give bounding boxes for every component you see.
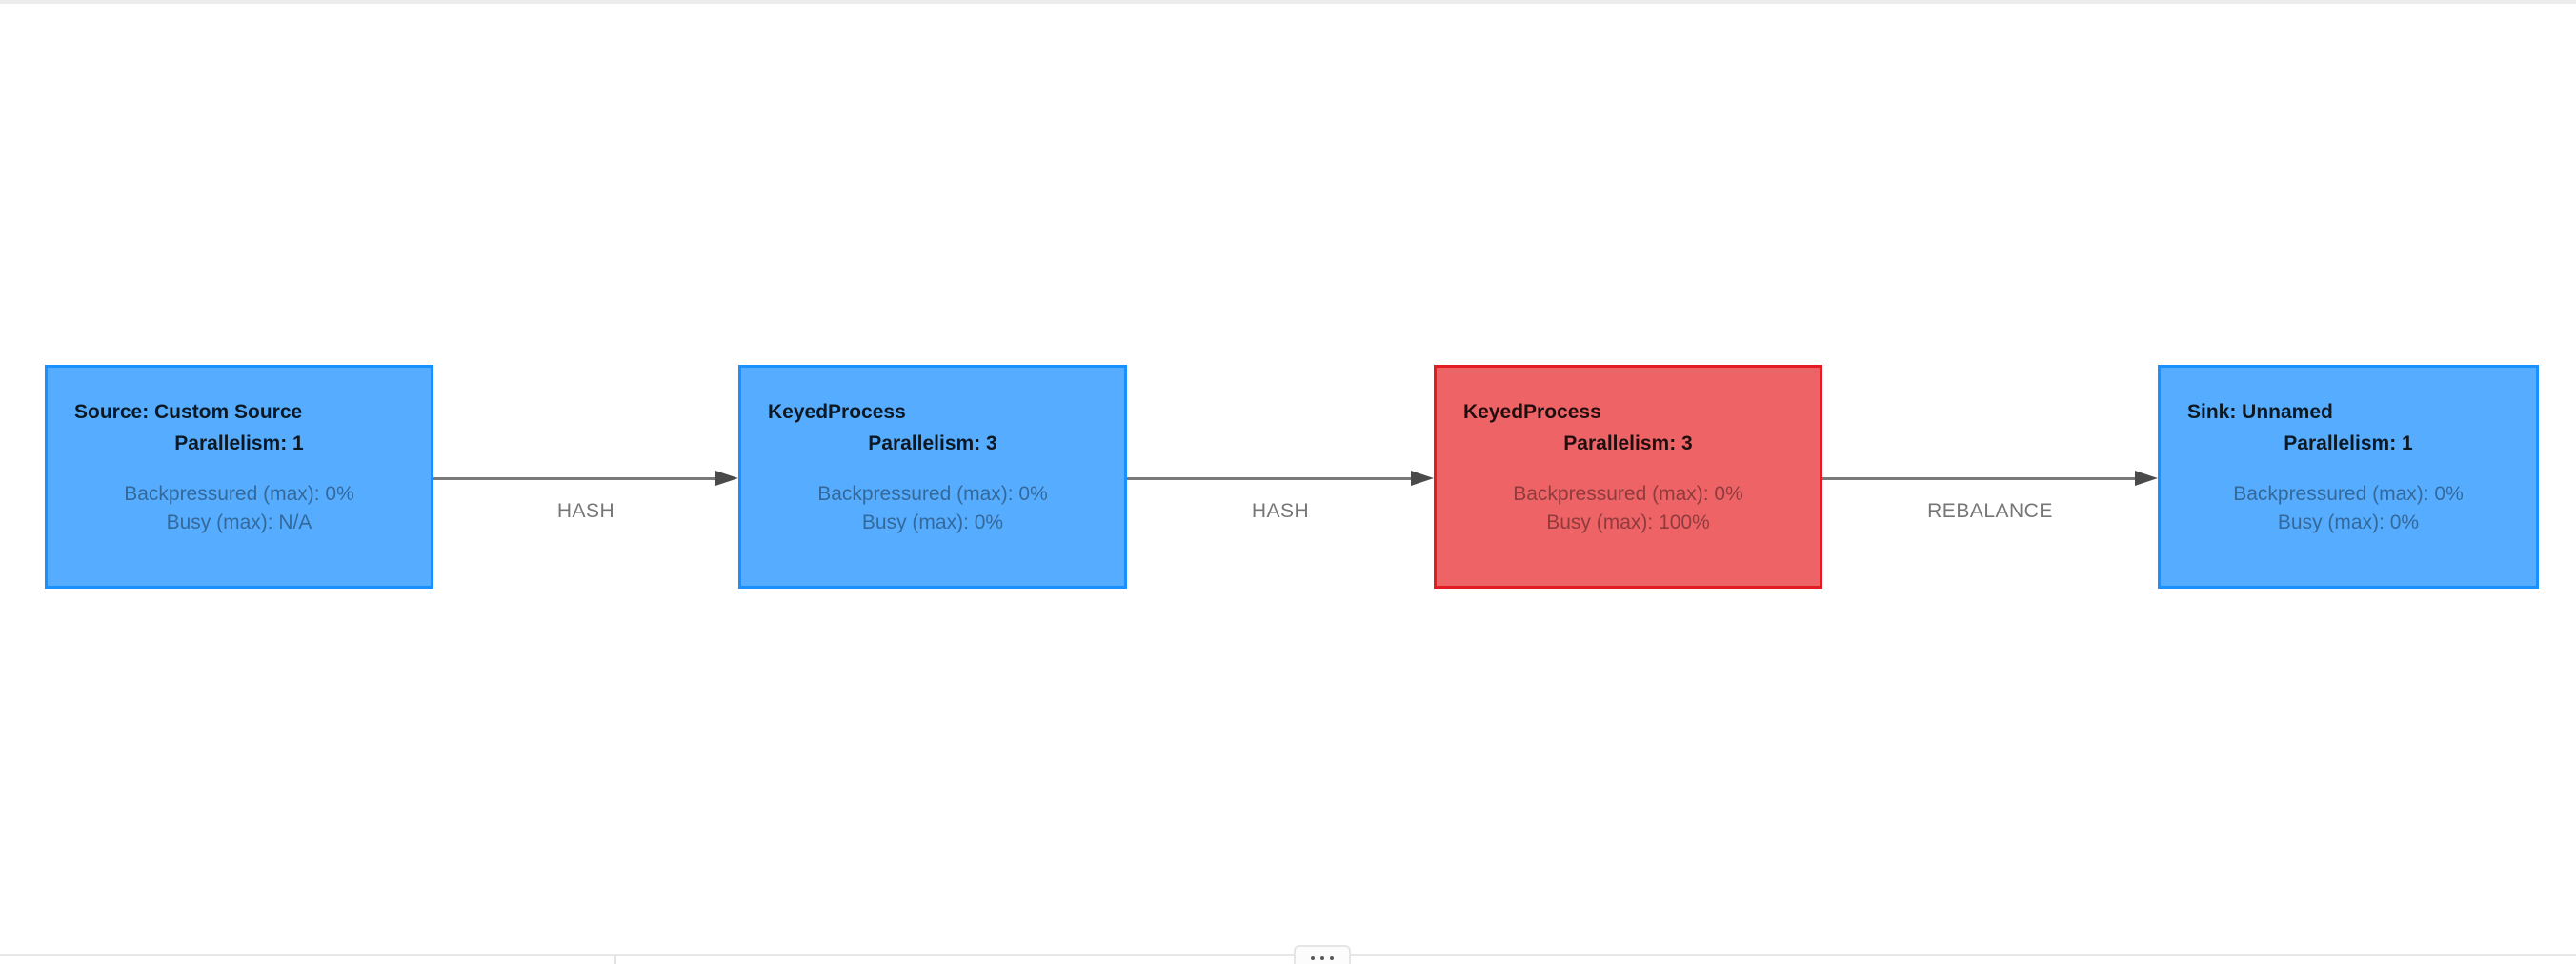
ellipsis-icon — [1320, 956, 1324, 960]
edge-arrowhead-icon — [715, 471, 738, 486]
node-parallelism: Parallelism: 3 — [868, 432, 997, 454]
job-node-sink[interactable]: Sink: Unnamed Parallelism: 1 Backpressur… — [2158, 365, 2539, 589]
node-busy: Busy (max): 0% — [861, 512, 1004, 533]
node-stats: Backpressured (max): 0% Busy (max): 0% — [2187, 480, 2509, 537]
edge-label: REBALANCE — [1927, 500, 2053, 522]
edge-label: HASH — [1251, 500, 1310, 522]
node-busy: Busy (max): N/A — [166, 512, 312, 533]
edge-line — [433, 477, 717, 480]
bottom-panel-divider — [0, 954, 2576, 956]
node-parallelism: Parallelism: 1 — [174, 432, 304, 454]
edge-arrowhead-icon — [2135, 471, 2158, 486]
node-busy: Busy (max): 100% — [1546, 512, 1710, 533]
edge-label: HASH — [556, 500, 615, 522]
node-backpressured: Backpressured (max): 0% — [124, 483, 354, 505]
node-backpressured: Backpressured (max): 0% — [2233, 483, 2464, 505]
job-node-keyedprocess-2-busy[interactable]: KeyedProcess Parallelism: 3 Backpressure… — [1434, 365, 1822, 589]
job-node-source[interactable]: Source: Custom Source Parallelism: 1 Bac… — [45, 365, 433, 589]
node-stats: Backpressured (max): 0% Busy (max): 100% — [1463, 480, 1793, 537]
node-backpressured: Backpressured (max): 0% — [1513, 483, 1743, 505]
top-scroll-strip — [0, 0, 2576, 4]
node-stats: Backpressured (max): 0% Busy (max): N/A — [74, 480, 404, 537]
node-title: Source: Custom Source — [74, 401, 303, 423]
ellipsis-icon — [1330, 956, 1334, 960]
node-busy: Busy (max): 0% — [2277, 512, 2420, 533]
edge-arrowhead-icon — [1411, 471, 1434, 486]
node-stats: Backpressured (max): 0% Busy (max): 0% — [768, 480, 1097, 537]
ellipsis-icon — [1311, 956, 1315, 960]
node-backpressured: Backpressured (max): 0% — [817, 483, 1048, 505]
bottom-drawer-handle[interactable] — [1294, 945, 1351, 964]
edge-line — [1127, 477, 1413, 480]
node-parallelism: Parallelism: 1 — [2284, 432, 2413, 454]
node-title: KeyedProcess — [768, 401, 906, 423]
node-title: Sink: Unnamed — [2187, 401, 2333, 423]
job-node-keyedprocess-1[interactable]: KeyedProcess Parallelism: 3 Backpressure… — [738, 365, 1127, 589]
node-parallelism: Parallelism: 3 — [1563, 432, 1693, 454]
node-title: KeyedProcess — [1463, 401, 1601, 423]
edge-line — [1822, 477, 2137, 480]
bottom-panel-column-divider — [614, 955, 616, 964]
